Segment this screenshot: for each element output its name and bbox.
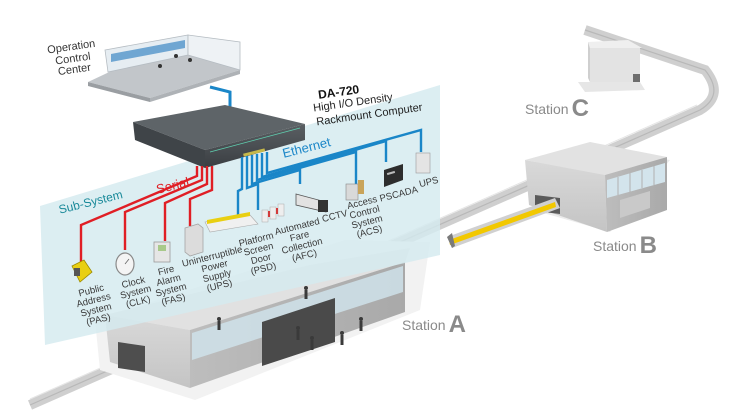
fare-gate-icon (261, 203, 285, 223)
operation-control-center (88, 34, 241, 102)
serial-lines (79, 166, 214, 262)
pedestrians (217, 286, 363, 350)
keypad-icon (345, 180, 364, 201)
ups-cabinet-icon (184, 223, 204, 257)
ethernet-lines (236, 128, 423, 218)
station-b-letter: B (639, 232, 657, 259)
train-platform-icon (204, 212, 259, 233)
station-b-building (525, 142, 670, 232)
train (447, 198, 560, 248)
station-c-name: Station (525, 101, 569, 117)
fire-alarm-panel-icon (153, 241, 171, 263)
station-a-letter: A (448, 311, 466, 338)
station-c-building (578, 40, 645, 92)
camera-icon (295, 193, 328, 213)
da-720-computer[interactable] (133, 105, 305, 168)
station-b-name: Station (593, 238, 637, 254)
ups-tower-icon (415, 152, 431, 174)
megaphone-icon (71, 259, 93, 283)
clock-icon (115, 252, 135, 276)
station-a-name: Station (402, 317, 446, 333)
station-c-letter: C (571, 95, 589, 122)
scada-panel-icon (384, 164, 403, 187)
